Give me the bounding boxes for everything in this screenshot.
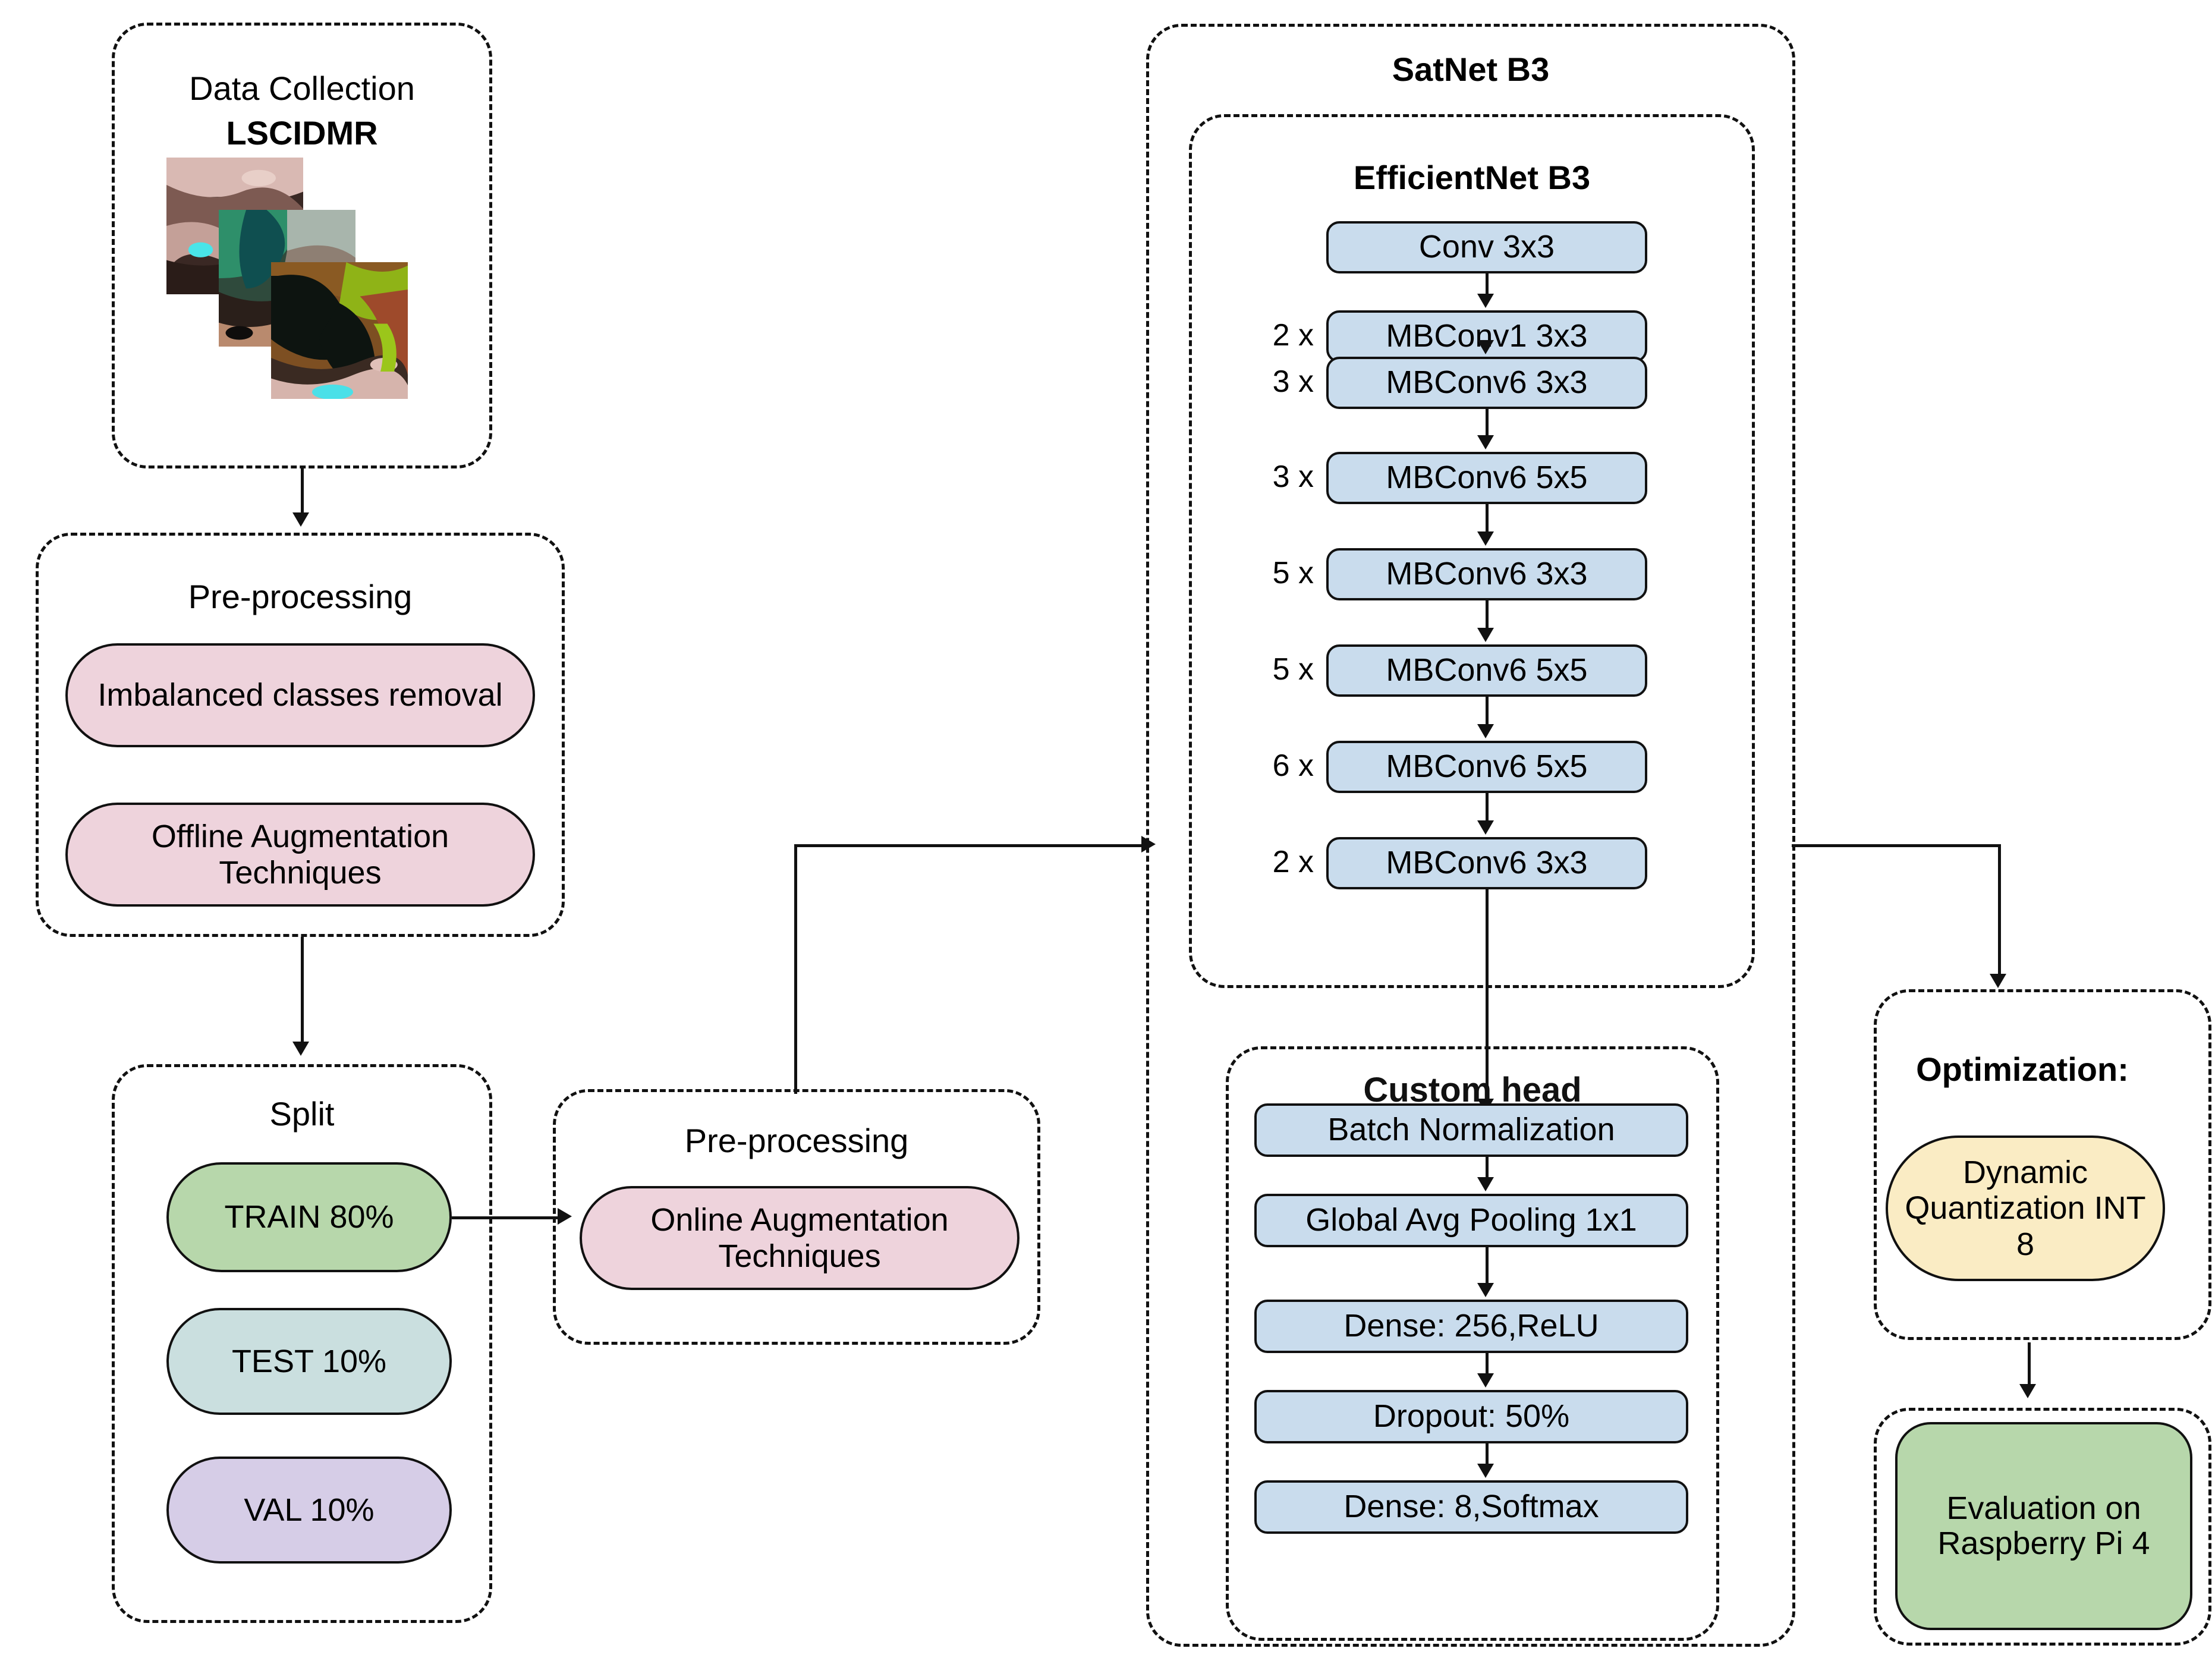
data-collection-subtitle: LSCIDMR <box>226 114 378 152</box>
box-evaluation-raspberry-pi[interactable]: Evaluation on Raspberry Pi 4 <box>1895 1422 2192 1630</box>
pill-val[interactable]: VAL 10% <box>166 1457 452 1564</box>
arrowhead-mbconv1-to-l2 <box>1477 340 1494 354</box>
arrowhead-optimization-to-evaluation <box>2019 1384 2036 1398</box>
head-layer-batch-normalization[interactable]: Batch Normalization <box>1254 1103 1688 1157</box>
pill-test[interactable]: TEST 10% <box>166 1308 452 1415</box>
arrowhead-l6-to-l7 <box>1477 820 1494 835</box>
connector-dense256-to-dropout <box>1486 1353 1489 1374</box>
group-optimization <box>1874 989 2211 1340</box>
efficientnet-title: EfficientNet B3 <box>1353 159 1591 196</box>
arrowhead-l2-to-l3 <box>1477 435 1494 449</box>
connector-l6-to-l7 <box>1486 793 1489 822</box>
connector-l5-to-l6 <box>1486 697 1489 725</box>
connector-l2-to-l3 <box>1486 409 1489 436</box>
head-layer-dense-256-relu[interactable]: Dense: 256,ReLU <box>1254 1300 1688 1353</box>
connector-dropout-to-dense8 <box>1486 1443 1489 1465</box>
multiplier-mbconv6-3x3-a: 3 x <box>1272 364 1314 399</box>
connector-collection-to-preprocessing <box>301 468 304 515</box>
connector-satnet-to-optimization-horizontal <box>1792 844 2001 847</box>
optimization-title: Optimization: <box>1916 1050 2129 1088</box>
pill-imbalanced-classes-removal[interactable]: Imbalanced classes removal <box>65 643 535 747</box>
layer-mbconv6-5x5-b[interactable]: MBConv6 5x5 <box>1326 644 1647 697</box>
connector-backbone-to-head <box>1486 889 1489 1103</box>
multiplier-mbconv6-3x3-c: 2 x <box>1272 845 1314 879</box>
custom-head-title: Custom head <box>1363 1071 1582 1109</box>
pill-train[interactable]: TRAIN 80% <box>166 1162 452 1272</box>
preprocessing-online-title: Pre-processing <box>684 1122 909 1159</box>
layer-conv-3x3[interactable]: Conv 3x3 <box>1326 221 1647 273</box>
connector-conv-to-mbconv1 <box>1486 273 1489 296</box>
arrowhead-train-to-online-preprocessing <box>558 1208 572 1225</box>
arrowhead-l5-to-l6 <box>1477 724 1494 738</box>
group-custom-head <box>1226 1046 1719 1641</box>
arrowhead-dropout-to-dense8 <box>1477 1464 1494 1478</box>
satellite-image-3 <box>271 262 408 399</box>
arrowhead-gap-to-dense256 <box>1477 1283 1494 1297</box>
group-preprocessing-offline <box>36 533 565 937</box>
pill-online-augmentation[interactable]: Online Augmentation Techniques <box>580 1186 1020 1290</box>
connector-satnet-to-optimization-vertical <box>1998 844 2001 976</box>
arrowhead-l4-to-l5 <box>1477 628 1494 642</box>
multiplier-mbconv6-5x5-a: 3 x <box>1272 460 1314 494</box>
multiplier-mbconv6-5x5-b: 5 x <box>1272 652 1314 687</box>
preprocessing-offline-title: Pre-processing <box>188 578 413 615</box>
layer-mbconv6-3x3-a[interactable]: MBConv6 3x3 <box>1326 357 1647 409</box>
arrowhead-dense256-to-dropout <box>1477 1373 1494 1388</box>
data-collection-title: Data Collection <box>189 70 415 107</box>
satnet-title: SatNet B3 <box>1392 51 1550 88</box>
arrowhead-l3-to-l4 <box>1477 531 1494 546</box>
arrowhead-bn-to-gap <box>1477 1177 1494 1191</box>
connector-gap-to-dense256 <box>1486 1247 1489 1284</box>
connector-preprocessing-to-split <box>301 937 304 1044</box>
multiplier-mbconv1-3x3: 2 x <box>1272 318 1314 353</box>
connector-l3-to-l4 <box>1486 504 1489 533</box>
group-efficientnet <box>1189 114 1755 988</box>
connector-bn-to-gap <box>1486 1157 1489 1178</box>
group-satnet <box>1146 24 1795 1647</box>
arrowhead-conv-to-mbconv1 <box>1477 294 1494 308</box>
split-title: Split <box>269 1095 335 1133</box>
multiplier-mbconv6-3x3-b: 5 x <box>1272 556 1314 590</box>
head-layer-dropout-50[interactable]: Dropout: 50% <box>1254 1390 1688 1443</box>
satellite-image-stack <box>166 158 452 431</box>
connector-online-to-satnet-horizontal <box>794 844 1145 847</box>
multiplier-mbconv6-5x5-c: 6 x <box>1272 748 1314 783</box>
connector-train-to-online-preprocessing <box>452 1216 559 1219</box>
arrowhead-preprocessing-to-split <box>292 1042 309 1056</box>
layer-mbconv6-5x5-c[interactable]: MBConv6 5x5 <box>1326 741 1647 793</box>
group-data-collection <box>112 23 492 468</box>
connector-online-to-satnet-vertical <box>794 844 797 1094</box>
layer-mbconv1-3x3[interactable]: MBConv1 3x3 <box>1326 310 1647 363</box>
layer-mbconv6-5x5-a[interactable]: MBConv6 5x5 <box>1326 452 1647 504</box>
head-layer-global-avg-pooling[interactable]: Global Avg Pooling 1x1 <box>1254 1194 1688 1247</box>
connector-optimization-to-evaluation <box>2028 1342 2031 1386</box>
layer-mbconv6-3x3-b[interactable]: MBConv6 3x3 <box>1326 548 1647 600</box>
group-evaluation <box>1874 1408 2211 1646</box>
arrowhead-satnet-to-optimization <box>1990 974 2006 988</box>
head-layer-dense-8-softmax[interactable]: Dense: 8,Softmax <box>1254 1480 1688 1534</box>
layer-mbconv6-3x3-c[interactable]: MBConv6 3x3 <box>1326 837 1647 889</box>
group-split <box>112 1064 492 1623</box>
arrowhead-collection-to-preprocessing <box>292 512 309 527</box>
pill-offline-augmentation[interactable]: Offline Augmentation Techniques <box>65 803 535 907</box>
connector-l4-to-l5 <box>1486 600 1489 629</box>
pill-dynamic-quantization-int8[interactable]: Dynamic Quantization INT 8 <box>1886 1135 2165 1281</box>
